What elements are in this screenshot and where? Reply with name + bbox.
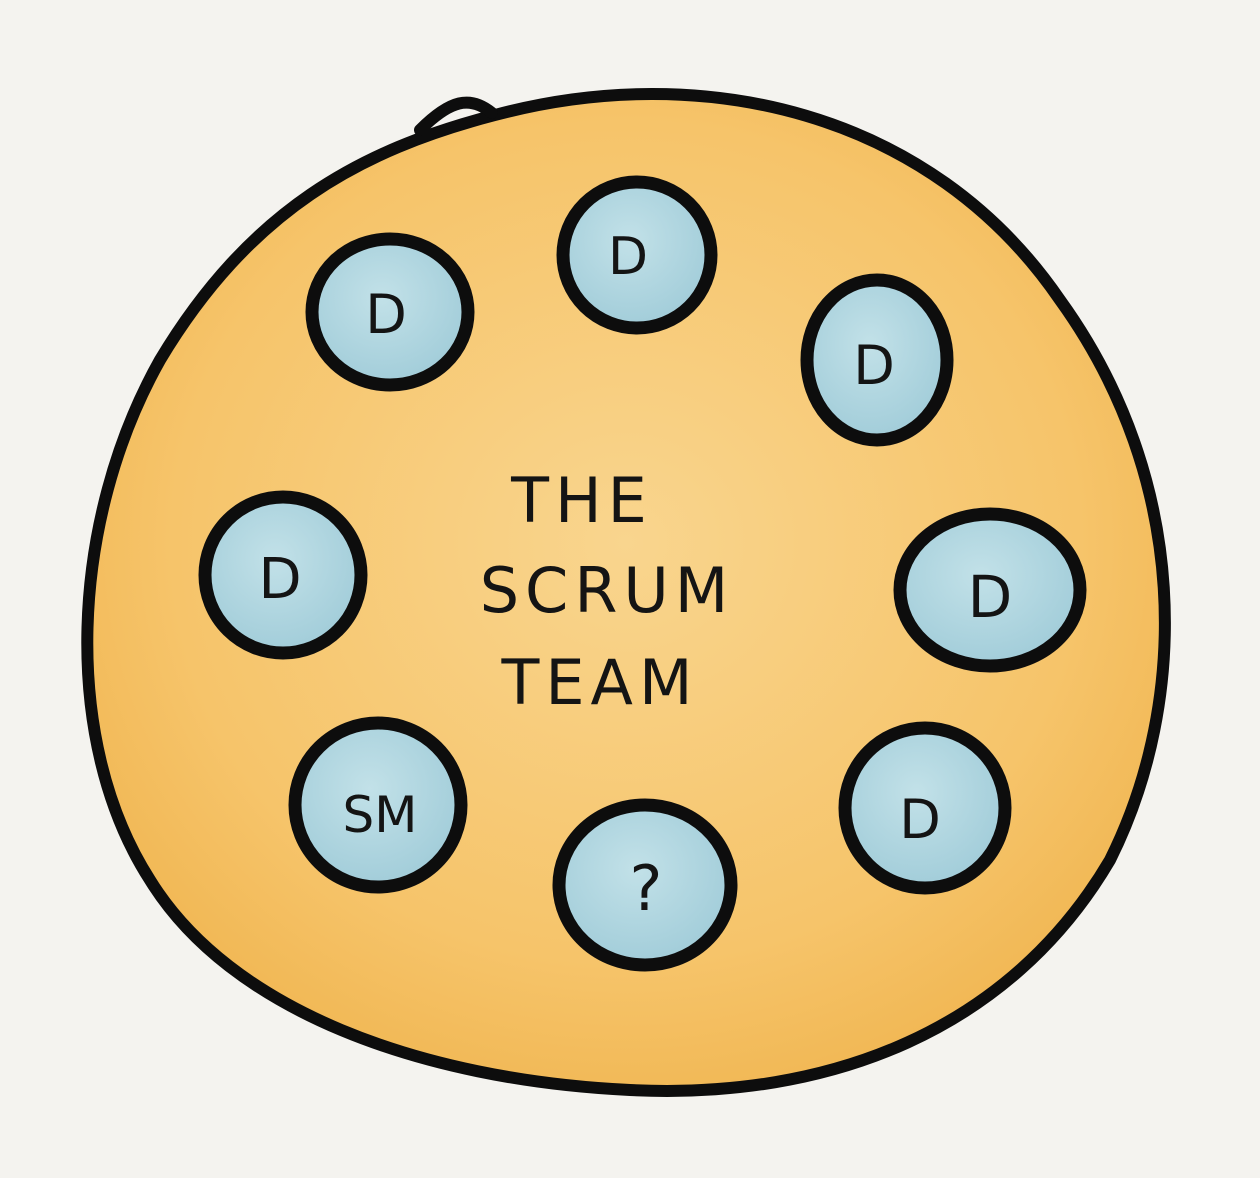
team-title: THE SCRUM TEAM [480,464,735,719]
member-top-label: D [608,227,648,287]
title-line-2: SCRUM [480,554,735,627]
member-middle-left: D [198,490,368,660]
member-top: D [556,175,718,335]
member-lower-left-label: SM [343,786,418,844]
title-line-1: THE [510,464,653,537]
member-middle-right: D [893,507,1087,673]
member-upper-right-label: D [853,334,895,397]
member-lower-right: D [838,721,1012,895]
member-upper-right: D [800,273,954,447]
member-upper-left-label: D [365,283,407,346]
member-bottom: ? [552,798,738,972]
member-upper-left: D [305,232,475,392]
member-lower-left: SM [288,716,468,894]
member-middle-right-label: D [968,563,1013,631]
member-middle-left-label: D [258,547,301,612]
member-bottom-label: ? [630,852,663,925]
member-lower-right-label: D [899,788,941,851]
title-line-3: TEAM [501,646,699,719]
